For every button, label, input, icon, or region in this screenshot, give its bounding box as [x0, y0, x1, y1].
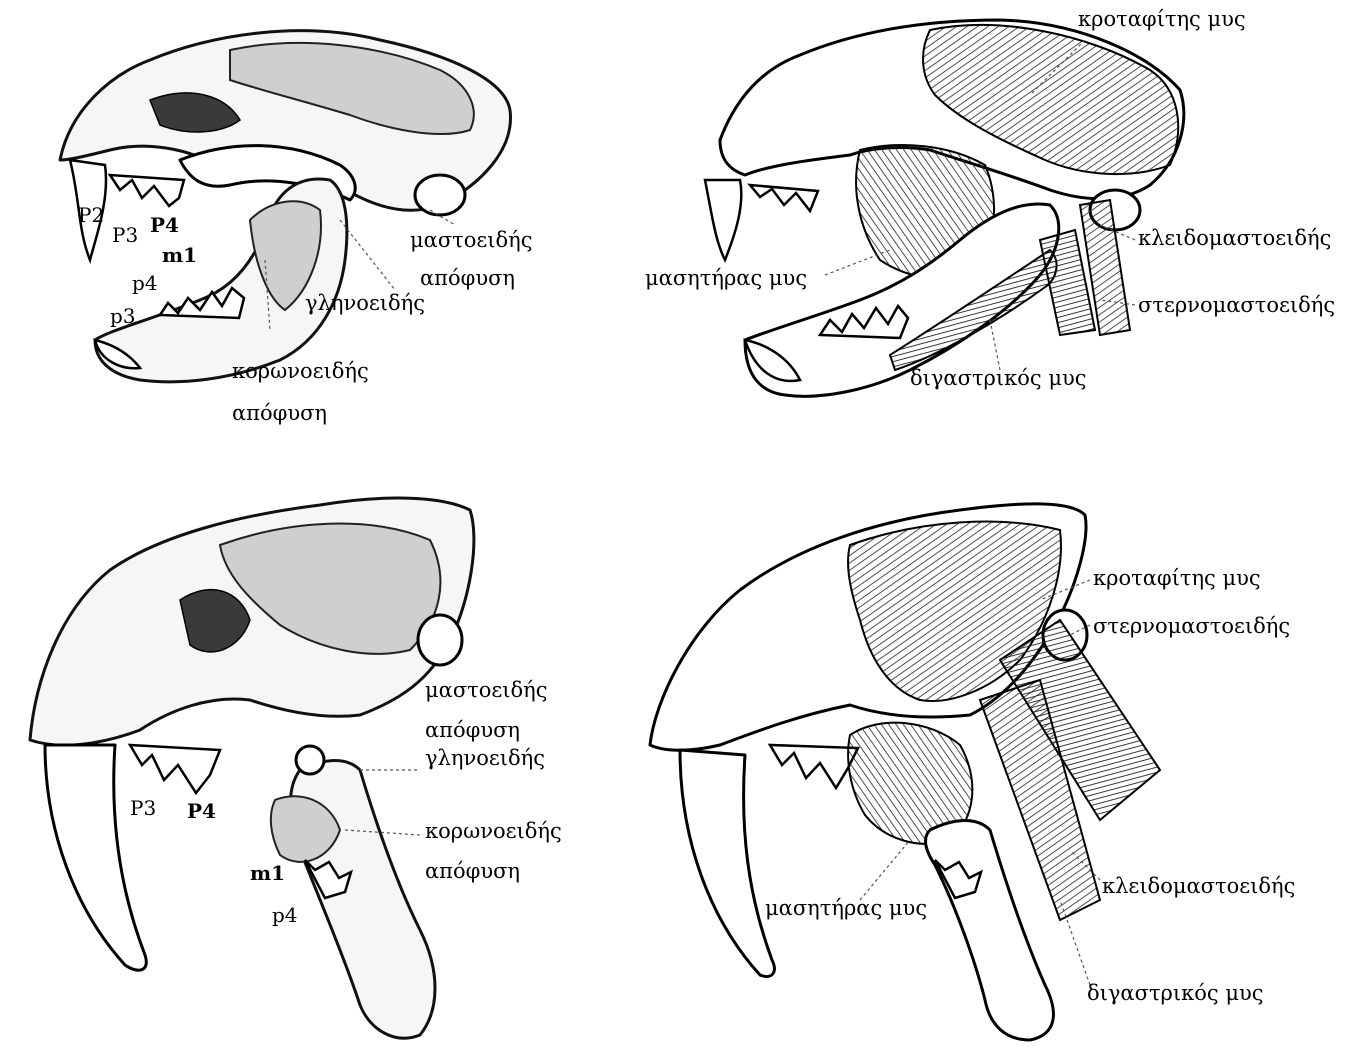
tooth-label-p4-lower: p4 [132, 271, 158, 295]
tooth-label-p4-lower: p4 [272, 903, 298, 927]
tooth-label-P3-upper: P3 [130, 796, 156, 820]
tooth-label-m1-lower: m1 [250, 861, 285, 885]
label-mastoid-process-line1: μαστοειδής [410, 228, 533, 252]
label-cleidomastoid: κλειδομαστοειδής [1102, 874, 1295, 898]
panel-top-left-skull: P2 P3 P4 m1 p4 p3 μαστοειδής απόφυση γλη… [60, 31, 533, 425]
label-coronoid-process-line1: κορωνοειδής [425, 819, 562, 843]
label-masseter-muscle: μασητήρας μυς [765, 896, 927, 920]
label-temporalis-muscle: κροταφίτης μυς [1093, 566, 1261, 590]
tooth-label-P4-upper: P4 [150, 213, 179, 237]
label-mastoid-process-line2: απόφυση [425, 718, 520, 742]
label-coronoid-process-line2: απόφυση [425, 859, 520, 883]
label-digastric-muscle: διγαστρικός μυς [1087, 981, 1264, 1005]
label-coronoid-process-line2: απόφυση [232, 401, 327, 425]
label-sternomastoid: στερνομαστοειδής [1138, 293, 1335, 317]
tooth-label-P3-upper: P3 [112, 223, 138, 247]
label-mastoid-process-line1: μαστοειδής [425, 678, 548, 702]
panel-bottom-right-muscles: κροταφίτης μυς στερνομαστοειδής μασητήρα… [650, 504, 1295, 1040]
label-glenoid: γληνοειδής [305, 291, 425, 315]
label-sternomastoid: στερνομαστοειδής [1093, 614, 1290, 638]
tooth-label-m1-lower: m1 [162, 243, 197, 267]
label-coronoid-process-line1: κορωνοειδής [232, 359, 369, 383]
label-temporalis-muscle: κροταφίτης μυς [1078, 7, 1246, 31]
tooth-label-P2-upper: P2 [78, 203, 104, 227]
panel-top-right-muscles: κροταφίτης μυς κλειδομαστοειδής μασητήρα… [645, 7, 1335, 396]
label-glenoid: γληνοειδής [425, 746, 545, 770]
tooth-label-p3-lower: p3 [110, 304, 136, 328]
label-masseter-muscle: μασητήρας μυς [645, 266, 807, 290]
panel-bottom-left-skull: P3 P4 m1 p4 μαστοειδής απόφυση γληνοειδή… [30, 498, 562, 1038]
label-digastric-muscle: διγαστρικός μυς [910, 366, 1087, 390]
label-mastoid-process-line2: απόφυση [420, 266, 515, 290]
tooth-label-P4-upper: P4 [187, 799, 216, 823]
label-cleidomastoid: κλειδομαστοειδής [1138, 226, 1331, 250]
